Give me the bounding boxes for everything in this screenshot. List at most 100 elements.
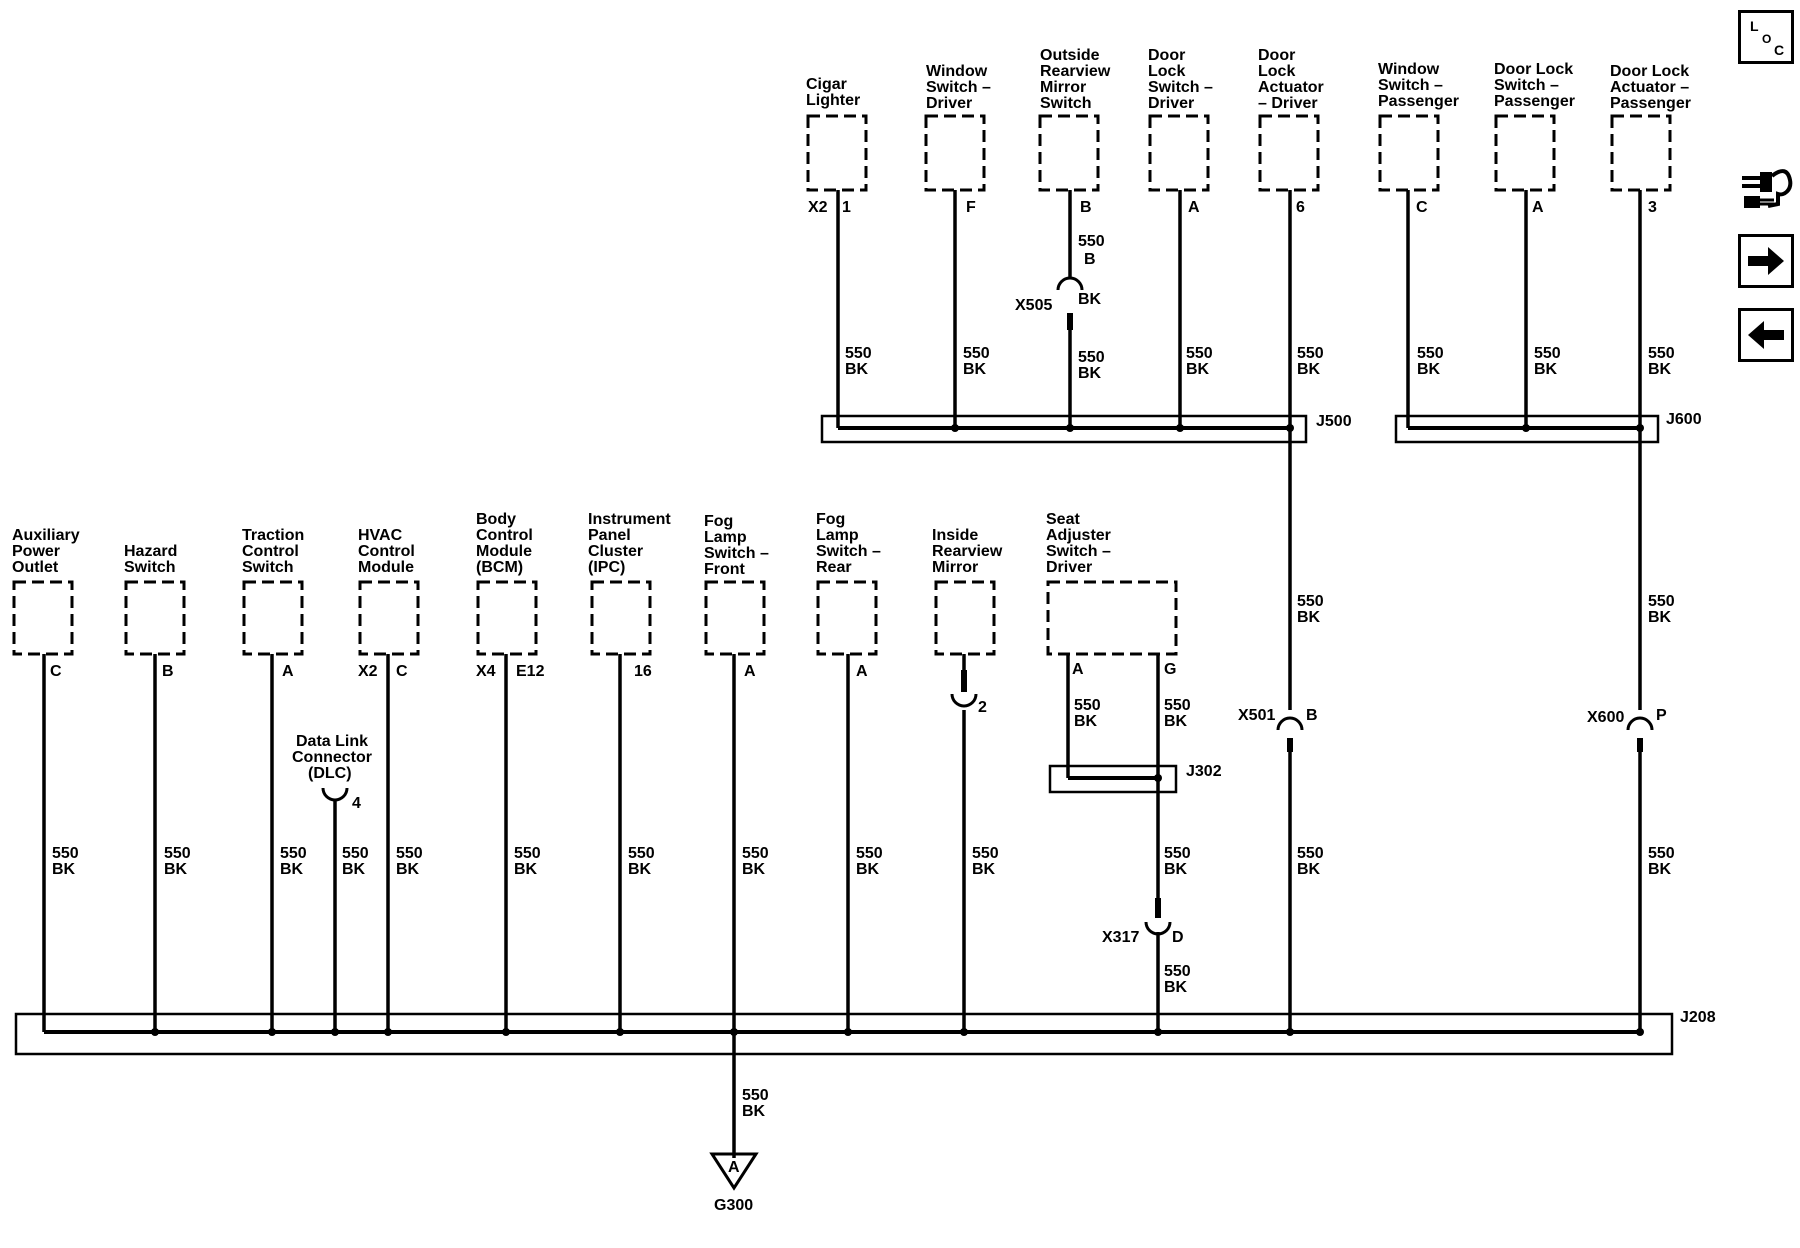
connector-female-half bbox=[321, 787, 349, 802]
component-label: Switch – bbox=[704, 545, 769, 562]
connector-plug-icon[interactable] bbox=[1738, 160, 1798, 216]
connector-label: X317 bbox=[1102, 929, 1139, 946]
loc-icon[interactable]: L O C bbox=[1738, 10, 1794, 64]
component-label: Switch – bbox=[1148, 79, 1213, 96]
pin-label: E12 bbox=[516, 663, 545, 680]
component-label: Lighter bbox=[806, 92, 860, 109]
splice-dot bbox=[1286, 1028, 1294, 1036]
splice-dot bbox=[1154, 1028, 1162, 1036]
splice-dot bbox=[268, 1028, 276, 1036]
component-label: Cigar bbox=[806, 76, 847, 93]
pin-label: A bbox=[1072, 661, 1084, 678]
component-door-lock-switch-driver[interactable]: Door Lock Switch – Driver bbox=[1148, 47, 1213, 192]
arrow-left-shape bbox=[1748, 321, 1784, 349]
inline-connector-x505[interactable]: X505 BK bbox=[1015, 276, 1102, 330]
wire-color-label: B bbox=[1084, 251, 1096, 268]
component-label: Switch – bbox=[1046, 543, 1111, 560]
splice-pack-j302[interactable]: J302 bbox=[1048, 763, 1222, 794]
socket-body bbox=[1744, 196, 1760, 208]
component-window-switch-driver[interactable]: Window Switch – Driver bbox=[924, 63, 991, 192]
component-label: Mirror bbox=[932, 559, 978, 576]
component-outside-mirror-switch[interactable]: Outside Rearview Mirror Switch bbox=[1038, 47, 1111, 192]
pin-label: B bbox=[1306, 707, 1318, 724]
component-window-switch-passenger[interactable]: Window Switch – Passenger bbox=[1378, 61, 1459, 192]
inline-connector-inside-mirror[interactable]: 2 bbox=[950, 670, 987, 716]
arrow-right-glyph bbox=[1748, 247, 1784, 275]
component-cigar-lighter[interactable]: Cigar Lighter bbox=[806, 76, 868, 192]
component-door-lock-actuator-passenger[interactable]: Door Lock Actuator – Passenger bbox=[1610, 63, 1691, 192]
splice-label: J500 bbox=[1316, 413, 1352, 430]
ground-label: G300 bbox=[714, 1197, 753, 1214]
arrow-left-icon[interactable] bbox=[1738, 308, 1794, 362]
component-body-control-module[interactable]: Body Control Module (BCM) bbox=[476, 511, 538, 656]
wire-circuit-label: 550 bbox=[845, 345, 872, 362]
component-label: Actuator – bbox=[1610, 79, 1689, 96]
wire-color-label: BK bbox=[845, 361, 869, 378]
wire-color-label: BK bbox=[1648, 609, 1672, 626]
component-traction-control-switch[interactable]: Traction Control Switch bbox=[242, 527, 304, 656]
splice-dot bbox=[844, 1028, 852, 1036]
component-box bbox=[124, 580, 186, 656]
splice-pack-j500[interactable]: J500 bbox=[820, 413, 1352, 444]
inline-connector-x317[interactable]: X317 D bbox=[1102, 898, 1184, 946]
component-seat-adjuster-switch-driver[interactable]: Seat Adjuster Switch – Driver bbox=[1046, 511, 1178, 656]
splice-dot bbox=[1522, 424, 1530, 432]
splice-dot bbox=[1176, 424, 1184, 432]
component-label: Door bbox=[1258, 47, 1295, 64]
splice-pack-j208[interactable]: J208 bbox=[14, 1009, 1716, 1056]
component-label: Driver bbox=[926, 95, 972, 112]
pin-label: A bbox=[282, 663, 294, 680]
component-hvac-control-module[interactable]: HVAC Control Module bbox=[358, 527, 420, 656]
splice-dot bbox=[151, 1028, 159, 1036]
wire-circuit-label: 550 bbox=[342, 845, 369, 862]
component-auxiliary-power-outlet[interactable]: Auxiliary Power Outlet bbox=[12, 527, 80, 656]
component-fog-lamp-switch-rear[interactable]: Fog Lamp Switch – Rear bbox=[816, 511, 881, 656]
arrow-right-icon[interactable] bbox=[1738, 234, 1794, 288]
component-label: Adjuster bbox=[1046, 527, 1111, 544]
component-instrument-panel-cluster[interactable]: Instrument Panel Cluster (IPC) bbox=[588, 511, 671, 656]
component-label: Instrument bbox=[588, 511, 671, 528]
pin-label: 16 bbox=[634, 663, 652, 680]
inline-connector-x501[interactable]: X501 B bbox=[1238, 707, 1318, 752]
wire-color-label: BK bbox=[1297, 609, 1321, 626]
splice-dot bbox=[331, 1028, 339, 1036]
wire-color-label: BK bbox=[514, 861, 538, 878]
inline-connector-x600[interactable]: X600 P bbox=[1587, 707, 1667, 752]
component-box bbox=[1610, 114, 1672, 192]
socket-pins bbox=[1760, 198, 1774, 206]
component-label: Passenger bbox=[1494, 93, 1575, 110]
wire-circuit-label: 550 bbox=[1648, 845, 1675, 862]
component-inside-rearview-mirror[interactable]: Inside Rearview Mirror bbox=[932, 527, 1003, 656]
ground-g300[interactable]: A G300 bbox=[709, 1152, 759, 1214]
connector-female-half bbox=[950, 693, 978, 708]
splice-pack-j600[interactable]: J600 bbox=[1394, 411, 1702, 444]
component-label: Outlet bbox=[12, 559, 59, 576]
arrow-right-shape bbox=[1748, 247, 1784, 275]
pin-label: P bbox=[1656, 707, 1667, 724]
pin-label: 1 bbox=[842, 199, 851, 216]
data-link-connector[interactable]: Data Link Connector (DLC) 4 bbox=[292, 733, 372, 812]
wire-color-label: BK bbox=[1297, 361, 1321, 378]
connector-plug-glyph bbox=[1742, 169, 1793, 208]
wire-color-label: BK bbox=[164, 861, 188, 878]
wire-circuit-label: 550 bbox=[742, 845, 769, 862]
wire-circuit-label: 550 bbox=[1074, 697, 1101, 714]
pin-label: B bbox=[1080, 199, 1092, 216]
component-label: Auxiliary bbox=[12, 527, 80, 544]
pin-label: 2 bbox=[978, 699, 987, 716]
wire-color-label: BK bbox=[280, 861, 304, 878]
component-box bbox=[816, 580, 878, 656]
component-hazard-switch[interactable]: Hazard Switch bbox=[124, 543, 186, 656]
loc-letter-l: L bbox=[1750, 18, 1759, 34]
component-door-lock-actuator-driver[interactable]: Door Lock Actuator – Driver bbox=[1258, 47, 1324, 192]
component-label: Rearview bbox=[932, 543, 1003, 560]
component-fog-lamp-switch-front[interactable]: Fog Lamp Switch – Front bbox=[704, 513, 769, 656]
wire-color-label: BK bbox=[1074, 713, 1098, 730]
splice-pack-box bbox=[14, 1012, 1674, 1056]
component-label: Fog bbox=[816, 511, 845, 528]
component-label: Window bbox=[926, 63, 988, 80]
component-box bbox=[476, 580, 538, 656]
component-door-lock-switch-passenger[interactable]: Door Lock Switch – Passenger bbox=[1494, 61, 1575, 192]
component-box bbox=[1494, 114, 1556, 192]
pin-label: 3 bbox=[1648, 199, 1657, 216]
